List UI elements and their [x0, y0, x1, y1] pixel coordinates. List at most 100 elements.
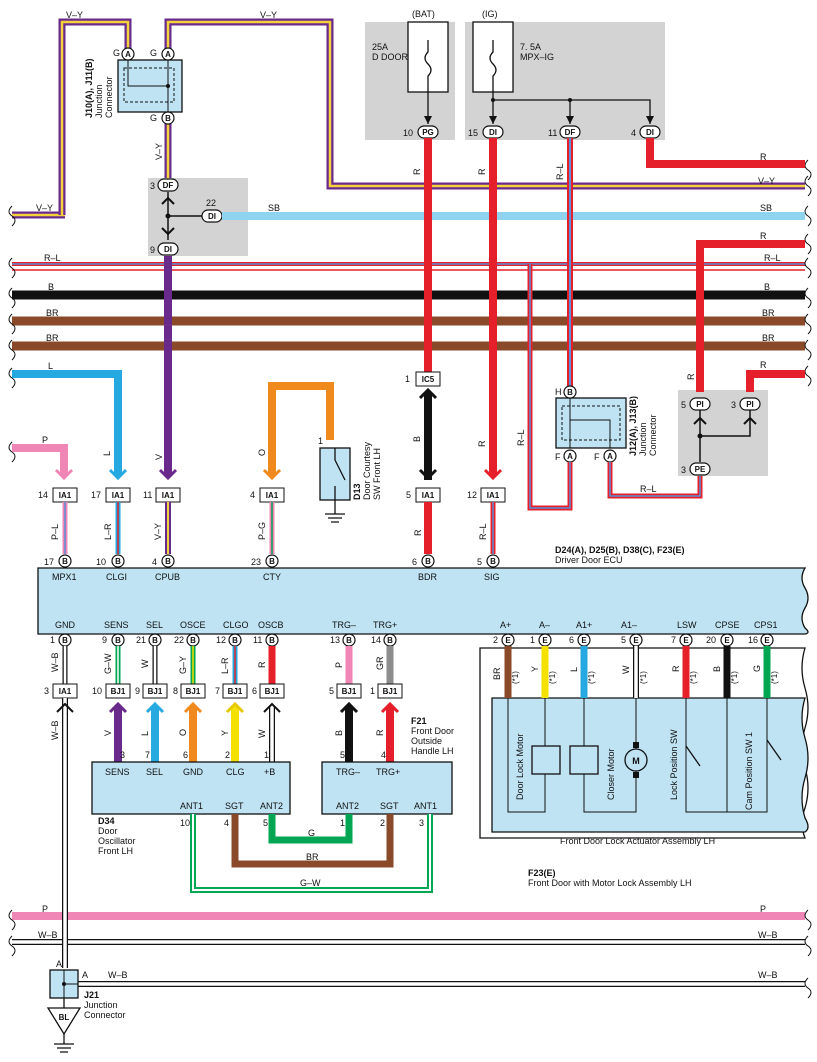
- f23-wires: [504, 646, 771, 698]
- bj1-lower-wire-labels: V L O Y W B R: [103, 729, 385, 738]
- label-br-antenna: BR: [306, 852, 319, 862]
- svg-text:12: 12: [216, 635, 226, 645]
- svg-text:B: B: [712, 666, 722, 672]
- ecu-ids: D24(A), D25(B), D38(C), F23(E): [555, 545, 685, 555]
- label-rl-vertical: R–L: [516, 429, 526, 446]
- ecu-pin-clgi-num: 10: [96, 557, 106, 567]
- pi-chevron-2: [743, 416, 757, 425]
- j10-pin-a-right: [161, 47, 175, 61]
- j12-line1: Junction: [638, 422, 648, 456]
- j21-a-top: A: [56, 959, 62, 969]
- svg-text:B: B: [334, 730, 344, 736]
- bat-fuse-rating: 25A: [372, 42, 388, 52]
- svg-text:10: 10: [180, 818, 190, 828]
- j12-h: H: [555, 387, 562, 397]
- svg-text:3: 3: [419, 818, 424, 828]
- j12-pin-b: [563, 385, 577, 399]
- di-pin-9: [157, 242, 179, 256]
- svg-text:OSCB: OSCB: [258, 620, 284, 630]
- svg-text:13: 13: [330, 635, 340, 645]
- svg-text:CPSE: CPSE: [715, 620, 740, 630]
- ecu-top-pins: [58, 554, 500, 568]
- label-vy-left: V–Y: [36, 203, 53, 213]
- j12-link: [569, 398, 611, 448]
- bj1-labels: BJ1 BJ1 BJ1 BJ1 BJ1 BJ1 BJ1: [111, 687, 398, 696]
- svg-text:4: 4: [224, 818, 229, 828]
- bat-source: (BAT): [412, 9, 435, 19]
- label-lr-top: L–R: [103, 523, 113, 540]
- ia1-clgi-num: 17: [91, 490, 101, 500]
- f21-line3: Handle LH: [411, 746, 454, 756]
- ecu-pin-mpx1-num: 17: [44, 557, 54, 567]
- break-marks: [8, 159, 812, 999]
- svg-text:(*1): (*1): [511, 671, 520, 684]
- o-chevron: [262, 468, 282, 481]
- label-rl-bus-left: R–L: [44, 253, 61, 263]
- label-br-2-left: BR: [46, 333, 59, 343]
- label-r-right-3: R: [760, 360, 767, 370]
- svg-text:O: O: [178, 729, 188, 736]
- svg-text:ANT2: ANT2: [260, 801, 283, 811]
- svg-text:(*1): (*1): [770, 671, 779, 684]
- d13-ground-icon: [325, 500, 345, 523]
- label-vy-top-left: V–Y: [66, 10, 83, 20]
- svg-text:(*1): (*1): [548, 671, 557, 684]
- svg-text:3: 3: [44, 686, 49, 696]
- svg-text:A–: A–: [539, 620, 550, 630]
- svg-text:2: 2: [380, 818, 385, 828]
- df-pin-3-label: DF: [163, 181, 174, 190]
- closer-motor-label: Closer Motor: [606, 748, 616, 800]
- svg-text:5: 5: [263, 818, 268, 828]
- j12-title: J12(A), J13(B): [628, 396, 638, 456]
- f23-name: Front Door with Motor Lock Assembly LH: [528, 878, 692, 888]
- svg-text:SGT: SGT: [380, 801, 399, 811]
- motor-symbol: M: [632, 756, 640, 766]
- ecu-bottom-wires: [62, 646, 394, 684]
- svg-text:R: R: [671, 665, 681, 672]
- svg-text:LSW: LSW: [677, 620, 697, 630]
- j10-pin-a-right-label: A: [165, 50, 171, 59]
- di-pin-15-label: DI: [489, 128, 497, 137]
- label-p-bottom-left: P: [42, 904, 48, 914]
- svg-text:1: 1: [50, 635, 55, 645]
- label-r-right-2: R: [760, 231, 767, 241]
- j12-f-left: F: [555, 452, 561, 462]
- svg-text:BJ1: BJ1: [228, 687, 243, 696]
- d13-switch-icon: [334, 448, 346, 500]
- j10-pin-b-label: B: [165, 114, 171, 123]
- svg-text:SGT: SGT: [225, 801, 244, 811]
- bat-fuse-icon: [424, 40, 432, 92]
- j10-g-right: G: [150, 48, 157, 58]
- svg-text:2: 2: [493, 635, 498, 645]
- svg-text:E: E: [505, 636, 511, 645]
- ia1-connectors: [52, 487, 506, 503]
- svg-text:5: 5: [340, 750, 345, 760]
- cam-position-sw-label: Cam Position SW 1: [744, 732, 754, 810]
- f21-line2: Outside: [411, 736, 442, 746]
- label-rl-df: R–L: [555, 163, 565, 180]
- bj1-connectors: [52, 683, 403, 699]
- svg-text:L: L: [140, 731, 150, 736]
- o-wire-cty: [268, 382, 334, 476]
- b-chevron-up: [418, 387, 438, 400]
- pe-pin-3-label: PE: [695, 465, 706, 474]
- ecu-bottom-pin-letters: B B B B B B B B E E E E E E E: [62, 636, 770, 645]
- ic5-pin-1: 1: [405, 374, 410, 384]
- bus-lines: [12, 211, 805, 987]
- j21-line1: Junction: [84, 1000, 118, 1010]
- ecu-pin-sig-num: 5: [477, 557, 482, 567]
- df-chevron-up: [161, 196, 175, 205]
- ig-fuse-name: MPX–IG: [520, 52, 554, 62]
- closer-motor-top-brush: [633, 742, 639, 748]
- svg-text:GND: GND: [183, 767, 204, 777]
- ia1-cty-label: IA1: [266, 491, 279, 500]
- svg-text:(*1): (*1): [730, 671, 739, 684]
- driver-door-ecu: [37, 567, 809, 635]
- pi-pin-5-label: PI: [696, 400, 704, 409]
- ia1-sig-label: IA1: [487, 491, 500, 500]
- label-b-vertical: B: [412, 436, 422, 442]
- ia1-sig-num: 12: [467, 490, 477, 500]
- door-lock-motor-label: Door Lock Motor: [515, 733, 525, 800]
- svg-text:TRG+: TRG+: [376, 767, 400, 777]
